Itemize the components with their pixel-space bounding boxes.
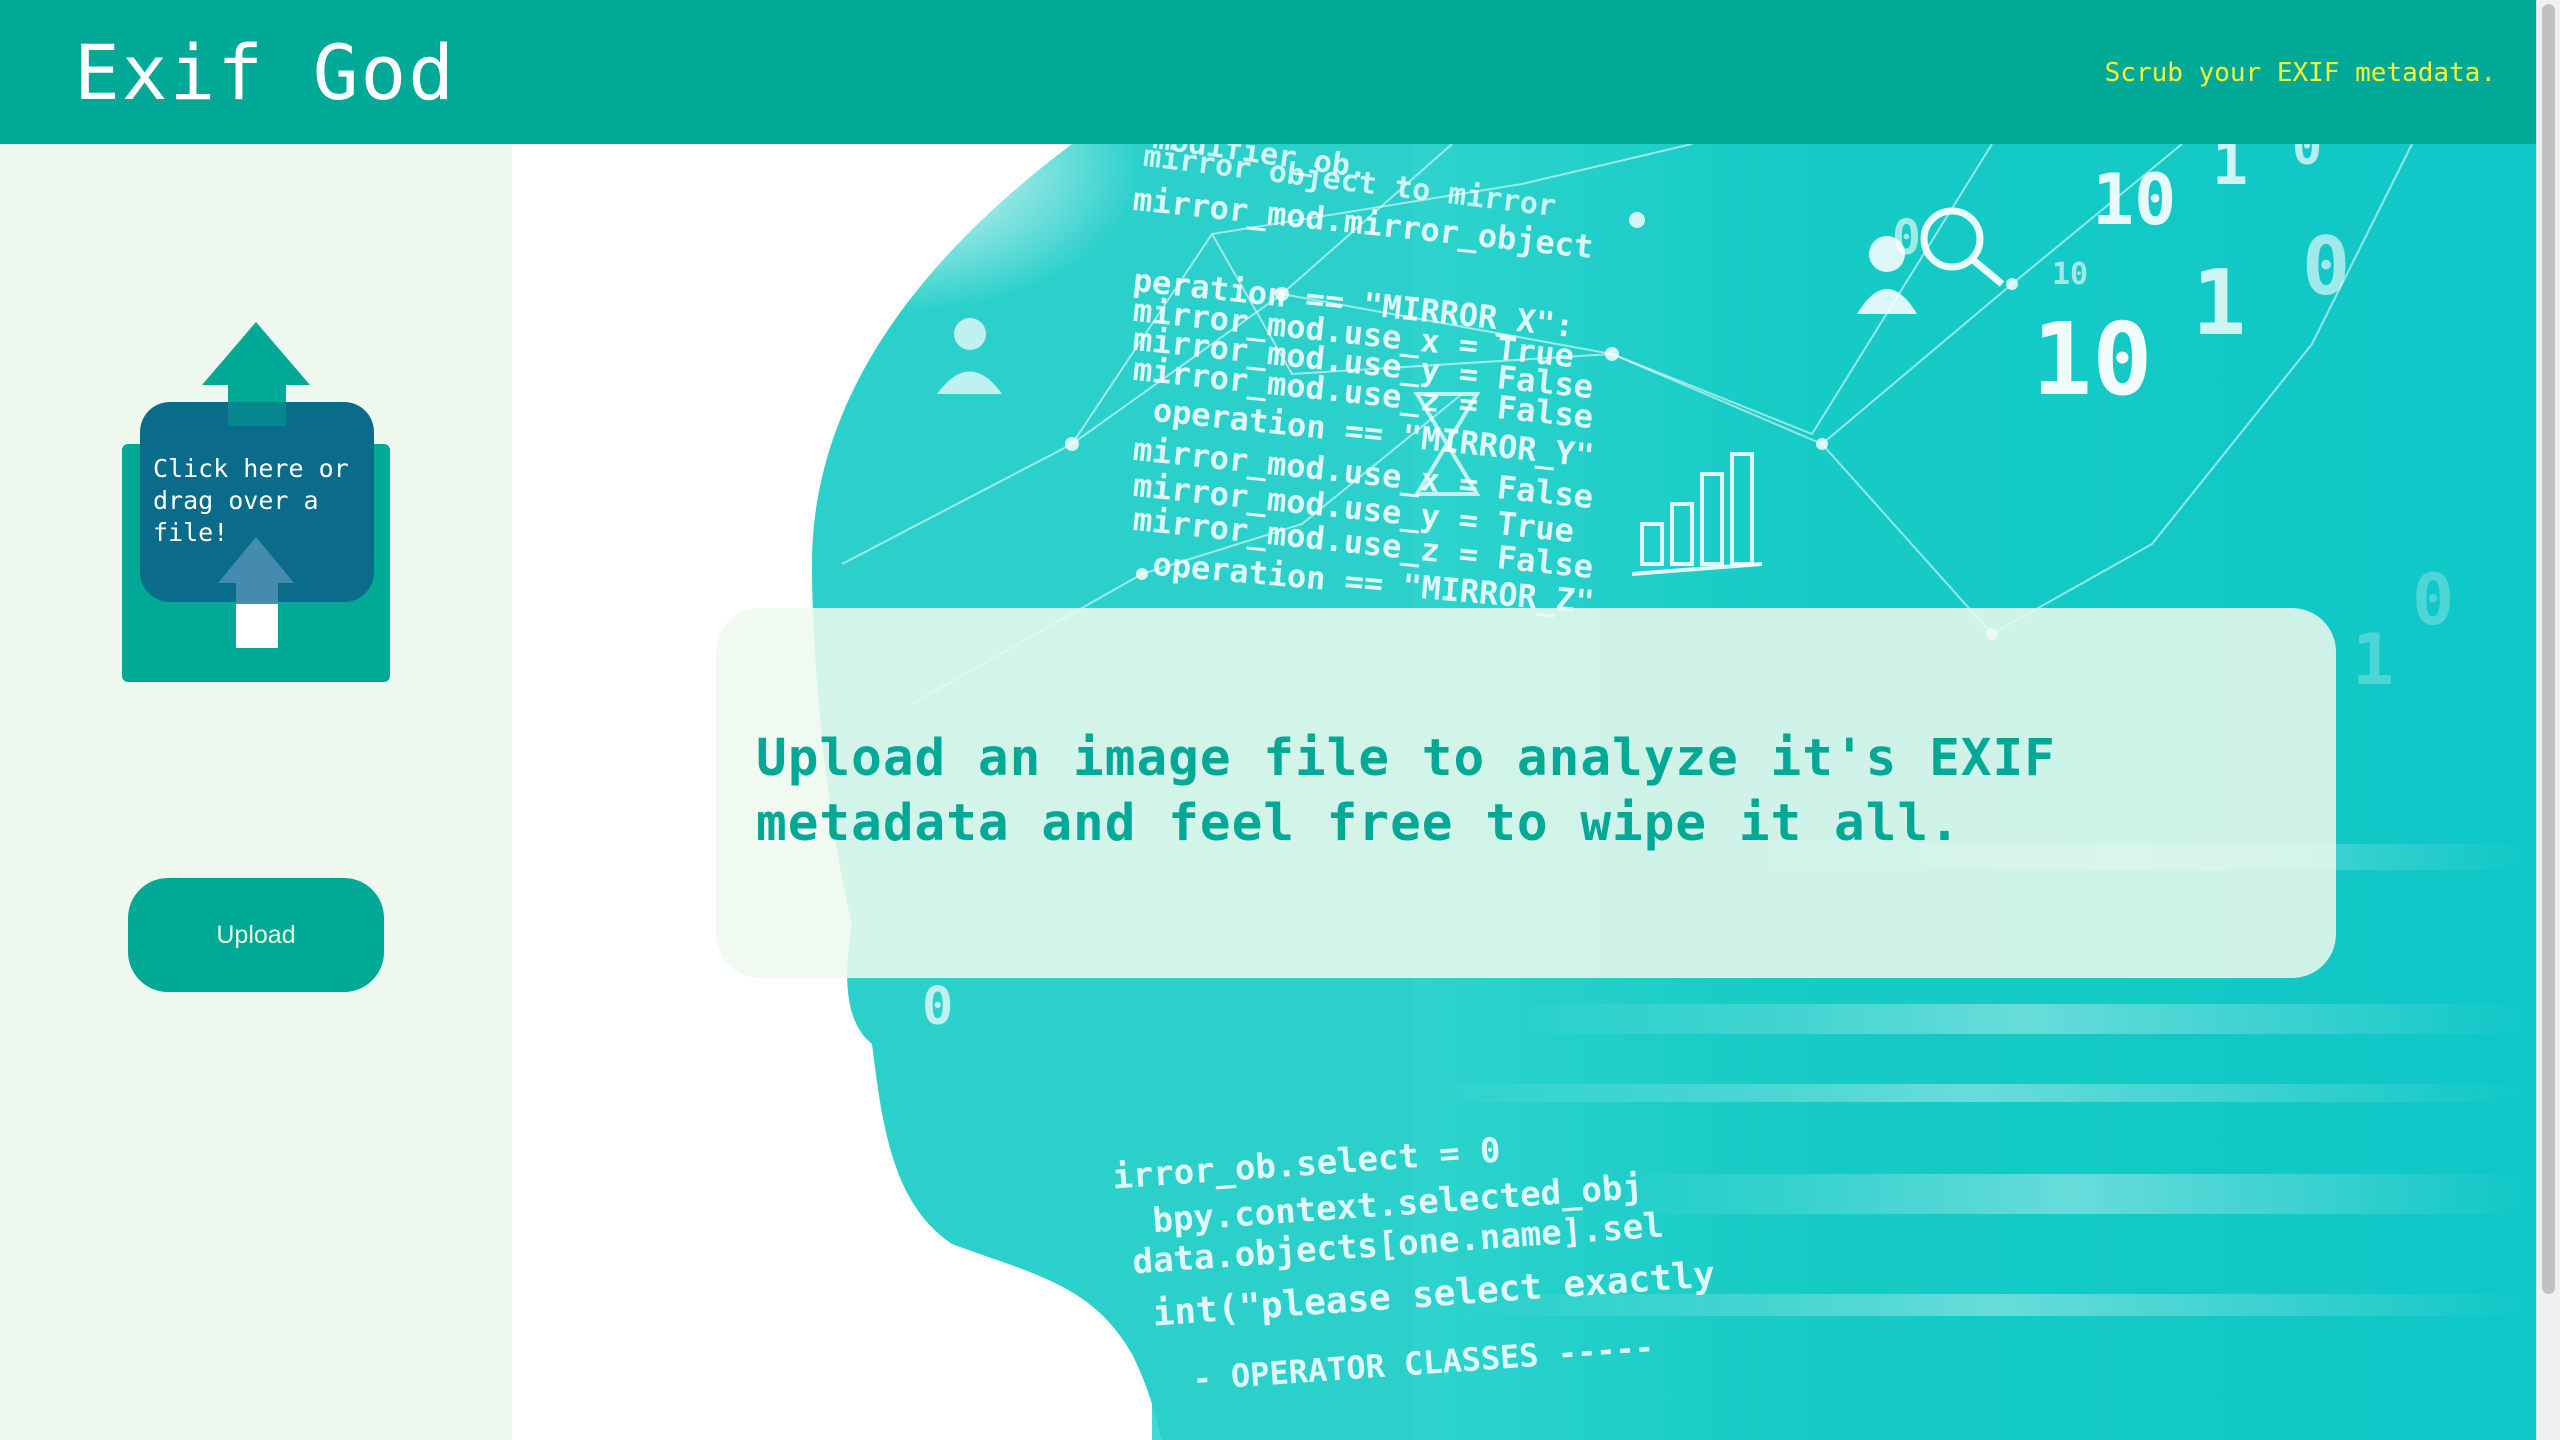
sidebar: Click here or drag over a file! Upload — [0, 144, 512, 1440]
scrollbar-thumb[interactable] — [2542, 4, 2555, 1294]
svg-text:0: 0 — [2412, 559, 2454, 641]
app-title: Exif God — [74, 28, 457, 117]
svg-text:0: 0 — [922, 977, 953, 1037]
svg-text:10: 10 — [2032, 301, 2152, 418]
svg-text:10: 10 — [2092, 159, 2176, 241]
info-message: Upload an image file to analyze it's EXI… — [756, 729, 2056, 853]
hero-section: 10 1 0 10 1 0 0 10 0 1 0 — [512, 144, 2536, 1440]
svg-text:1: 1 — [2192, 251, 2246, 356]
svg-text:1: 1 — [2352, 619, 2394, 701]
upload-arrow-icon — [122, 322, 390, 682]
drop-zone-label: Click here or drag over a file! — [153, 454, 349, 547]
svg-text:0: 0 — [2292, 144, 2322, 176]
page-scrollbar[interactable] — [2536, 0, 2560, 1440]
info-card: Upload an image file to analyze it's EXI… — [716, 608, 2336, 978]
svg-text:0: 0 — [2302, 220, 2350, 313]
svg-text:1: 1 — [2212, 144, 2248, 199]
svg-text:10: 10 — [2052, 257, 2088, 292]
file-drop-zone[interactable]: Click here or drag over a file! — [120, 322, 392, 682]
app-header: Exif God Scrub your EXIF metadata. — [0, 0, 2536, 144]
app-tagline: Scrub your EXIF metadata. — [2104, 58, 2496, 88]
upload-button[interactable]: Upload — [128, 878, 384, 992]
